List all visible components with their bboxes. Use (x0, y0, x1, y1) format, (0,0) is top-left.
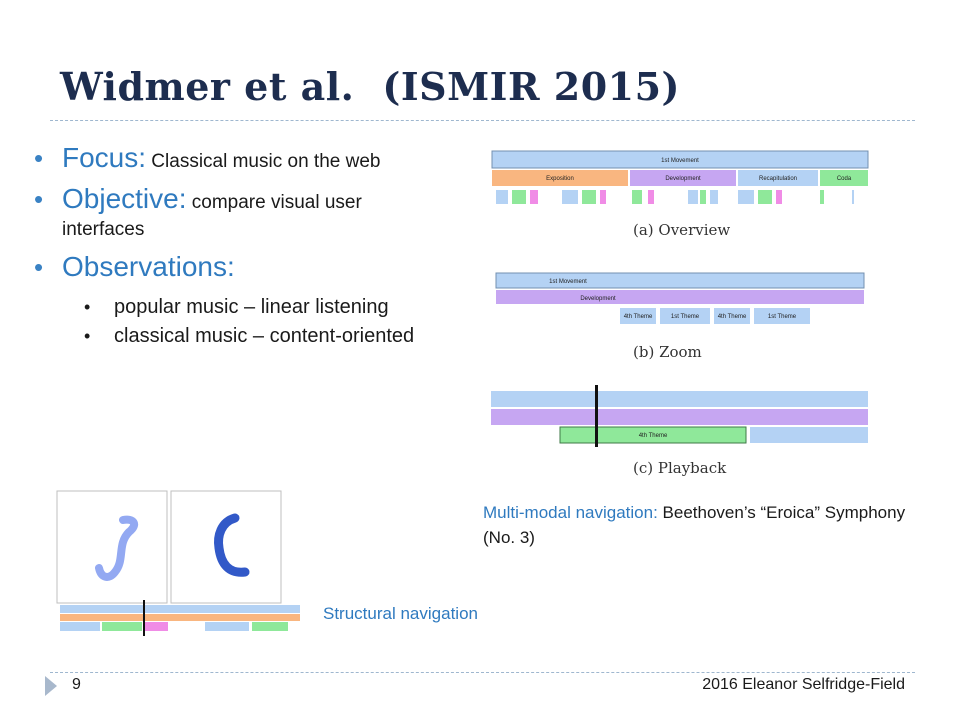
zoom-theme-4 (754, 308, 810, 324)
playback-next-bar (750, 427, 868, 443)
playback-movement-bar (491, 391, 868, 407)
dynamics-plot-left (56, 490, 168, 604)
dynamics-curve-light (95, 515, 139, 581)
bullet-observations: Observations: (34, 251, 424, 285)
title-divider (50, 120, 915, 121)
zoom-theme-3-label: 4th Theme (718, 314, 747, 320)
structural-figure (56, 490, 300, 636)
zoom-theme-4-label: 1st Theme (768, 314, 797, 320)
overview-exposition-label: Exposition (546, 176, 574, 182)
bullet-text: Classical music on the web (146, 151, 381, 172)
multimodal-caption: Multi-modal navigation: Beethoven’s “Ero… (483, 500, 933, 550)
overview-caption: (a) Overview (633, 221, 730, 239)
overview-movement-label: 1st Movement (661, 158, 699, 164)
structure-bar-exposition (60, 614, 300, 621)
zoom-movement-label: 1st Movement (549, 279, 587, 285)
multimodal-caption-label: Multi-modal navigation: (483, 503, 658, 522)
bullet-objective: Objective: compare visual user interface… (34, 183, 424, 244)
overview-recap-label: Recapitulation (759, 176, 797, 182)
bullet-list: Focus: Classical music on the web Object… (34, 142, 424, 353)
sub-bullet-popular: popular music – linear listening (34, 295, 424, 320)
footer-divider (50, 672, 915, 673)
bullet-focus: Focus: Classical music on the web (34, 142, 424, 176)
overview-exposition-bar (492, 170, 628, 186)
dynamics-plot-right (170, 490, 282, 604)
playback-caption: (c) Playback (633, 459, 727, 477)
structure-bar-top (60, 605, 300, 613)
title-authors: Widmer et al. (60, 64, 355, 109)
zoom-theme-2 (660, 308, 710, 324)
overview-development-bar (630, 170, 736, 186)
zoom-movement-bar (495, 272, 865, 289)
structure-playhead[interactable] (143, 600, 145, 636)
overview-coda-bar (820, 170, 868, 186)
multimodal-caption-text: Beethoven’s “Eroica” Symphony (No. 3) (483, 503, 906, 547)
playback-theme-label: 4th Theme (639, 433, 668, 439)
dynamics-curve-dark (214, 513, 250, 577)
slide-title: Widmer et al. (ISMIR 2015) (60, 64, 680, 109)
overview-movement-bar (491, 150, 869, 169)
bullet-text: compare visual user interfaces (62, 192, 362, 240)
zoom-caption: (b) Zoom (633, 343, 702, 361)
overview-coda-label: Coda (837, 176, 852, 182)
bullet-head: Observations: (62, 251, 235, 282)
zoom-theme-1-label: 4th Theme (624, 314, 653, 320)
navigation-figure: 1st Movement Exposition Development Reca… (491, 150, 869, 477)
sub-bullet-classical: classical music – content-oriented (34, 324, 424, 349)
playback-development-bar (491, 409, 868, 425)
zoom-development-bar (496, 290, 864, 304)
zoom-theme-2-label: 1st Theme (671, 314, 700, 320)
slide-marker-icon (45, 676, 57, 696)
zoom-development-label: Development (580, 296, 616, 302)
playhead-cursor[interactable] (595, 385, 598, 447)
overview-development-label: Development (665, 176, 701, 182)
page-number: 9 (72, 676, 81, 693)
zoom-theme-1 (620, 308, 656, 324)
footer-credit: 2016 Eleanor Selfridge-Field (702, 676, 905, 693)
overview-theme-blocks (496, 190, 854, 204)
bullet-head: Focus: (62, 142, 147, 173)
structure-theme-blocks (60, 622, 288, 631)
title-venue: (ISMIR 2015) (382, 64, 680, 109)
playback-theme-bar (559, 426, 747, 444)
zoom-theme-3 (714, 308, 750, 324)
overview-recap-bar (738, 170, 818, 186)
bullet-head: Objective: (62, 183, 187, 214)
structural-caption: Structural navigation (323, 604, 478, 623)
